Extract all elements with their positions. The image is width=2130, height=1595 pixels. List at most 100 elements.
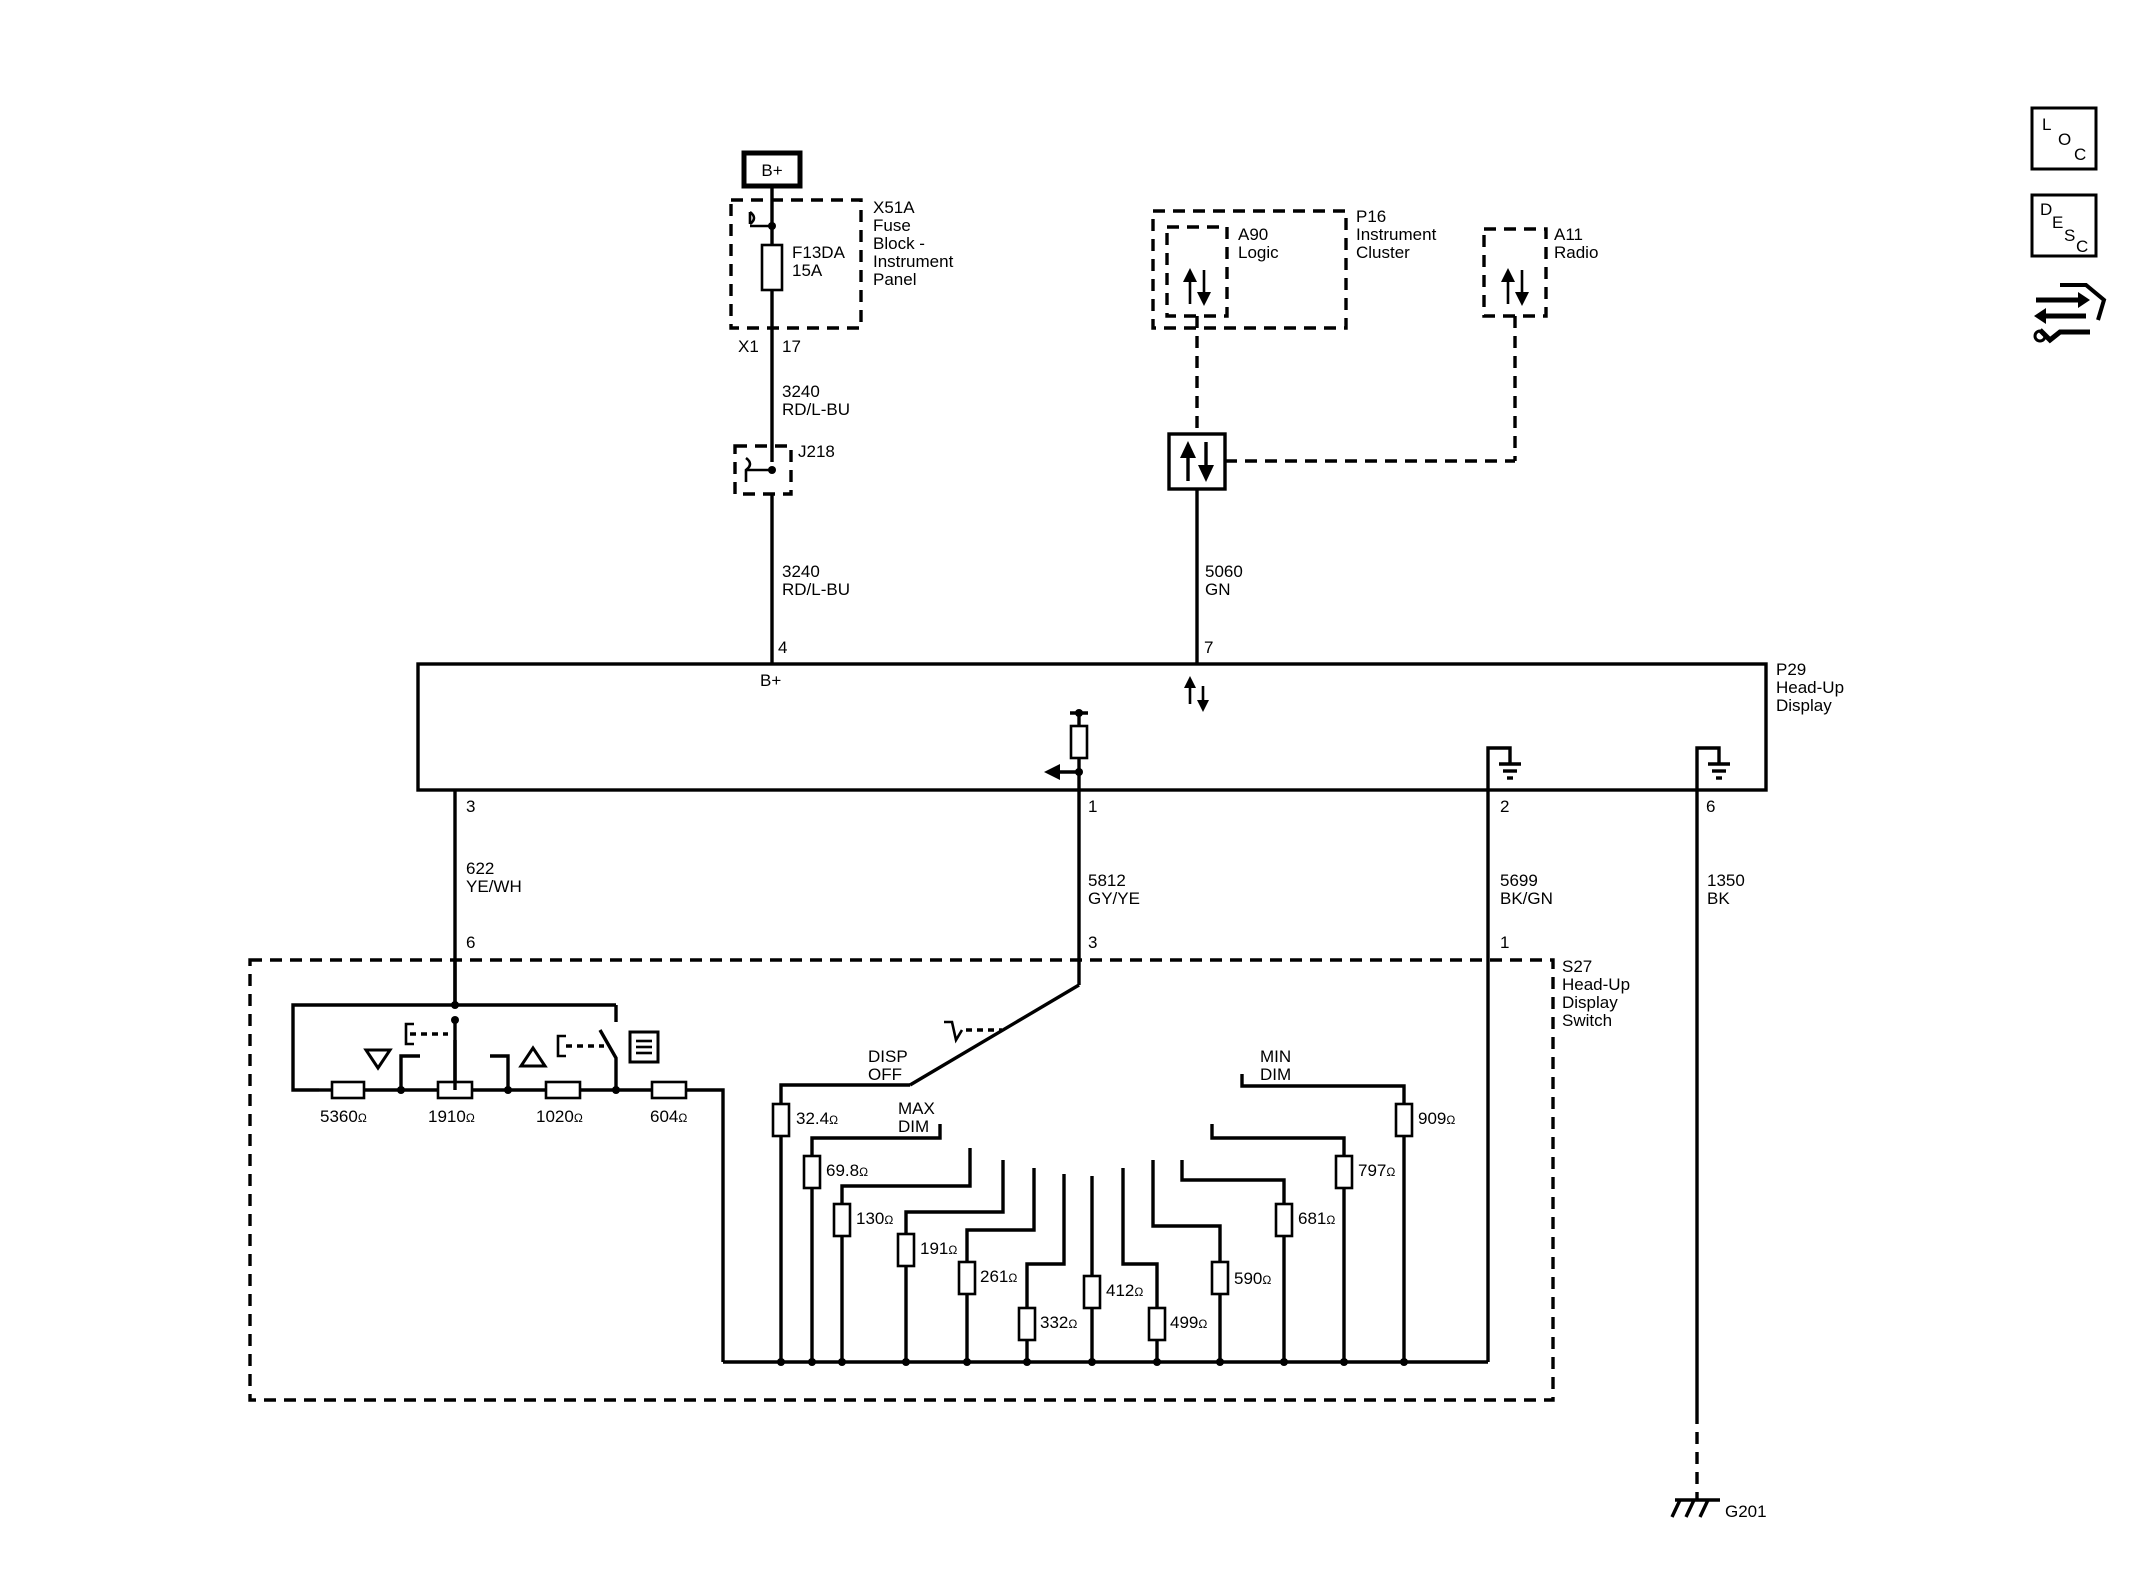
- svg-text:OFF: OFF: [868, 1065, 902, 1084]
- connector-tool-icon[interactable]: [2033, 283, 2107, 344]
- head-up-display-p29: B+ P29: [416, 660, 1844, 792]
- svg-text:C: C: [2074, 145, 2086, 164]
- svg-text:BK: BK: [1707, 889, 1730, 908]
- up-arrow-icon: [518, 1045, 548, 1068]
- svg-text:Panel: Panel: [873, 270, 916, 289]
- dimmer-resistor: [832, 1202, 852, 1238]
- dimmer-value: 590Ω: [1234, 1269, 1271, 1288]
- svg-text:S: S: [2064, 226, 2075, 245]
- svg-text:S27: S27: [1562, 957, 1592, 976]
- svg-text:GN: GN: [1205, 580, 1231, 599]
- bplus-terminal: B+: [741, 150, 803, 189]
- svg-text:YE/WH: YE/WH: [466, 877, 522, 896]
- svg-text:622: 622: [466, 859, 494, 878]
- dimmer-value: 332Ω: [1040, 1313, 1077, 1332]
- dimmer-value: 797Ω: [1358, 1161, 1395, 1180]
- ladder-resistor: [330, 1080, 366, 1100]
- ladder-value: 604Ω: [650, 1107, 687, 1126]
- svg-text:5699: 5699: [1500, 871, 1538, 890]
- down-switch: [399, 1022, 457, 1090]
- splice-j218: J218: [733, 442, 835, 496]
- dimmer-resistor: [1334, 1154, 1354, 1190]
- dimmer-resistor: [1147, 1306, 1167, 1342]
- ladder-resistor: [544, 1080, 582, 1100]
- svg-text:RD/L-BU: RD/L-BU: [782, 580, 850, 599]
- svg-text:3240: 3240: [782, 562, 820, 581]
- serial-data-splice: [1167, 432, 1227, 491]
- dimmer-value: 261Ω: [980, 1267, 1017, 1286]
- dimmer-resistor: [771, 1102, 791, 1138]
- dimmer-value: 909Ω: [1418, 1109, 1455, 1128]
- dimmer-value: 412Ω: [1106, 1281, 1143, 1300]
- chassis-ground-g201: G201: [1670, 1498, 1767, 1521]
- serial-data-icon: [1184, 676, 1209, 712]
- svg-text:Display: Display: [1562, 993, 1618, 1012]
- dimmer-value: 191Ω: [920, 1239, 957, 1258]
- svg-text:Block -: Block -: [873, 234, 925, 253]
- svg-text:5812: 5812: [1088, 871, 1126, 890]
- svg-text:Display: Display: [1776, 696, 1832, 715]
- svg-text:Head-Up: Head-Up: [1562, 975, 1630, 994]
- svg-text:1350: 1350: [1707, 871, 1745, 890]
- svg-text:D: D: [2040, 200, 2052, 219]
- dimmer-switch: DISP OFF MAX DIM MIN DIM: [723, 983, 1488, 1366]
- svg-text:Switch: Switch: [1562, 1011, 1612, 1030]
- dimmer-resistor: [1082, 1274, 1102, 1310]
- svg-text:3240: 3240: [782, 382, 820, 401]
- svg-text:MIN: MIN: [1260, 1047, 1291, 1066]
- instrument-cluster-p16: A90 Logic P16 Instrument Cluster: [1151, 207, 1437, 330]
- svg-text:DISP: DISP: [868, 1047, 908, 1066]
- ladder-resistor: [650, 1080, 688, 1100]
- ladder-value: 1020Ω: [536, 1107, 583, 1126]
- svg-text:MAX: MAX: [898, 1099, 935, 1118]
- bplus-label: B+: [761, 161, 782, 180]
- svg-text:17: 17: [782, 337, 801, 356]
- svg-text:Head-Up: Head-Up: [1776, 678, 1844, 697]
- up-switch: [490, 1029, 618, 1090]
- svg-text:6: 6: [1706, 797, 1715, 816]
- svg-text:J218: J218: [798, 442, 835, 461]
- dimmer-resistor: [957, 1260, 977, 1296]
- svg-text:Instrument: Instrument: [873, 252, 954, 271]
- dimmer-value: 681Ω: [1298, 1209, 1335, 1228]
- ladder-value: 1910Ω: [428, 1107, 475, 1126]
- svg-text:BK/GN: BK/GN: [1500, 889, 1553, 908]
- serial-data-icon: [1501, 268, 1529, 306]
- svg-text:Fuse: Fuse: [873, 216, 911, 235]
- fuse-block-x51a: X51A Fuse Block - Instrument Panel F13DA…: [729, 198, 954, 330]
- dimmer-value: 130Ω: [856, 1209, 893, 1228]
- serial-data-icon: [1183, 268, 1211, 306]
- desc-button[interactable]: D E S C: [2030, 193, 2098, 258]
- svg-text:Instrument: Instrument: [1356, 225, 1437, 244]
- svg-text:L: L: [2042, 115, 2051, 134]
- button-ladder: 5360Ω 1910Ω 1020Ω 604Ω: [291, 960, 725, 1362]
- svg-text:7: 7: [1204, 638, 1213, 657]
- svg-text:G201: G201: [1725, 1502, 1767, 1521]
- dimmer-resistor: [1017, 1306, 1037, 1342]
- ground-icon: [1486, 746, 1521, 790]
- dimmer-resistor: [1210, 1260, 1230, 1296]
- menu-icon: [628, 1030, 660, 1064]
- radio-a11: A11 Radio: [1482, 225, 1598, 318]
- svg-text:RD/L-BU: RD/L-BU: [782, 400, 850, 419]
- pullup-resistor-icon: [1044, 709, 1089, 790]
- svg-text:Radio: Radio: [1554, 243, 1598, 262]
- svg-text:Logic: Logic: [1238, 243, 1279, 262]
- loc-button[interactable]: L O C: [2030, 106, 2098, 171]
- dimmer-resistor: [802, 1154, 822, 1190]
- svg-text:A90: A90: [1238, 225, 1268, 244]
- svg-text:2: 2: [1500, 797, 1509, 816]
- head-up-display-switch-s27: S27 Head-Up Display Switch: [248, 957, 1630, 1402]
- svg-text:F13DA: F13DA: [792, 243, 846, 262]
- svg-text:5060: 5060: [1205, 562, 1243, 581]
- fuse-f13da: [760, 243, 784, 292]
- svg-text:GY/YE: GY/YE: [1088, 889, 1140, 908]
- dimmer-value: 69.8Ω: [826, 1161, 868, 1180]
- svg-text:X1: X1: [738, 337, 759, 356]
- svg-text:P29: P29: [1776, 660, 1806, 679]
- dimmer-resistor: [1394, 1102, 1414, 1138]
- wiper-icon: [944, 1020, 1002, 1044]
- down-arrow-icon: [363, 1048, 393, 1071]
- ground-icon: [1695, 746, 1730, 790]
